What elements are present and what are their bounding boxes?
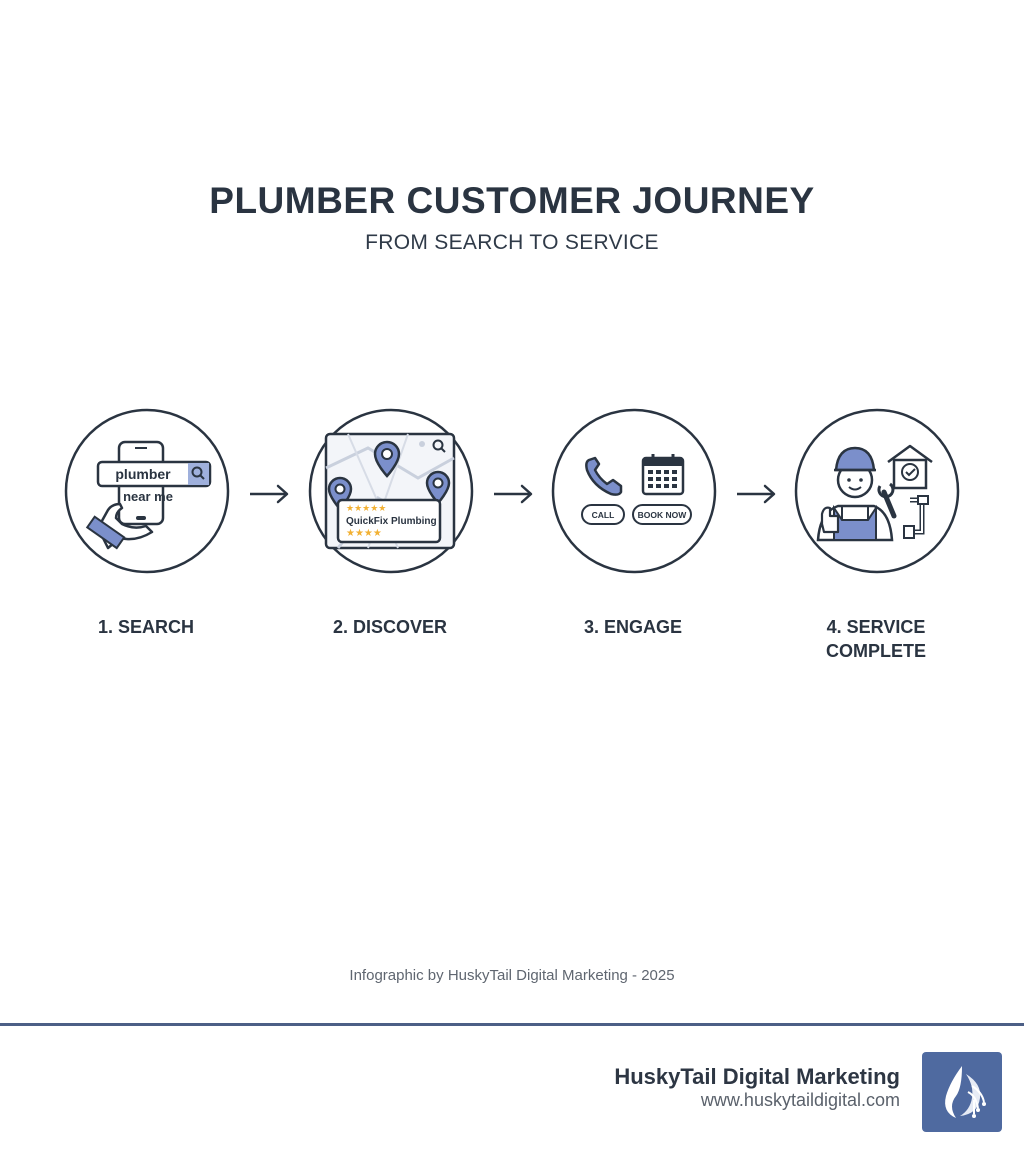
page-subtitle: FROM SEARCH TO SERVICE — [365, 231, 659, 254]
plumber-icon — [794, 408, 960, 574]
footer-divider — [0, 1023, 1024, 1026]
rating-stars-top: ★★★★★ — [346, 503, 386, 513]
step-search-circle: plumber near me — [64, 408, 230, 574]
brand-url[interactable]: www.huskytaildigital.com — [700, 1090, 900, 1110]
step-label-service: 4. SERVICE COMPLETE — [766, 615, 986, 663]
book-now-button[interactable] — [632, 504, 692, 525]
step-label-service-line1: 4. SERVICE — [826, 617, 926, 637]
listing-name: QuickFix Plumbing — [346, 516, 437, 527]
huskytail-logo-icon — [922, 1052, 1002, 1132]
step-discover-circle: ★★★★★ QuickFix Plumbing ★★★★ — [308, 408, 474, 574]
phone-calendar-icon: CALL BOOK NOW — [551, 408, 717, 574]
step-label-search: 1. SEARCH — [97, 617, 195, 637]
rating-stars-bottom: ★★★★ — [346, 528, 382, 539]
page-title: PLUMBER CUSTOMER JOURNEY — [209, 180, 815, 221]
step-engage-circle: CALL BOOK NOW — [551, 408, 717, 574]
book-now-button-label: BOOK NOW — [638, 510, 688, 520]
step-service-circle — [794, 408, 960, 574]
step-label-service-line2: COMPLETE — [825, 641, 926, 661]
phone-search-icon: plumber near me — [64, 408, 230, 574]
call-button[interactable] — [581, 504, 625, 525]
search-query-text: plumber — [115, 466, 171, 482]
step-label-engage: 3. ENGAGE — [583, 617, 683, 637]
call-button-label: CALL — [592, 510, 615, 520]
arrow-right-icon — [250, 484, 289, 504]
step-label-discover: 2. DISCOVER — [332, 617, 448, 637]
search-query-text-2: near me — [123, 489, 173, 504]
arrow-right-icon — [737, 484, 776, 504]
arrow-right-icon — [494, 484, 533, 504]
map-pin-icon: ★★★★★ QuickFix Plumbing ★★★★ — [308, 408, 474, 574]
infographic-credit: Infographic by HuskyTail Digital Marketi… — [349, 967, 675, 984]
brand-name: HuskyTail Digital Marketing — [614, 1064, 900, 1089]
